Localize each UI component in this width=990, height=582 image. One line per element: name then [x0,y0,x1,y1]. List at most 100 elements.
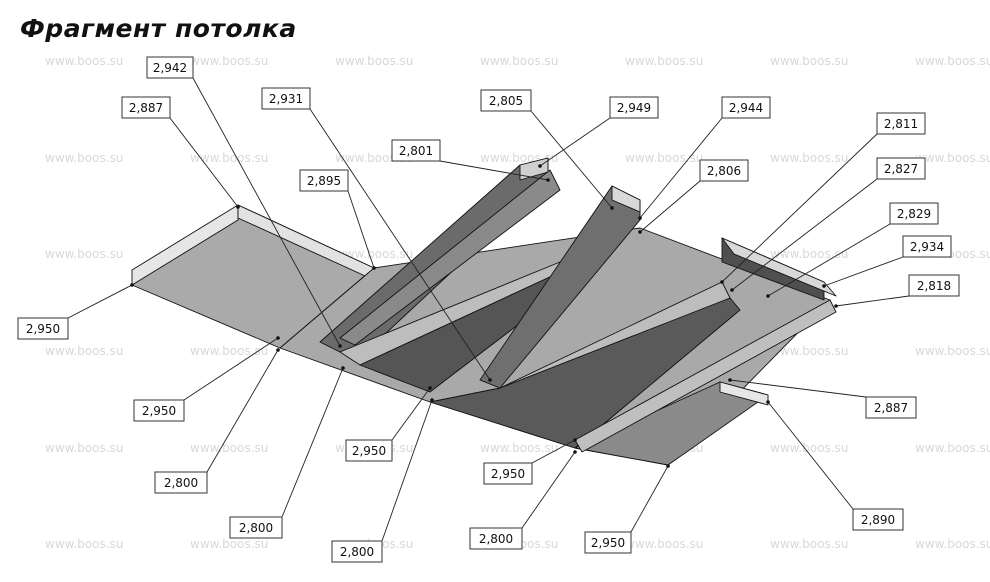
elevation-label: 2,887 [121,96,171,119]
elevation-point-marker [338,344,342,348]
elevation-label-text: 2,800 [164,476,198,490]
watermark-text: www.boos.su [45,344,123,358]
elevation-point-marker [276,348,280,352]
zigzag-ribbon-1-inner [339,169,561,346]
elevation-leader-line [183,337,279,401]
watermark-text: www.boos.su [45,54,123,68]
elevation-point-marker [766,400,770,404]
elevation-point-marker [573,438,577,442]
elevation-label-box [299,169,349,192]
elevation-point-marker [730,288,734,292]
elevation-leader-line [767,401,854,510]
elevation-label-box [865,396,917,419]
elevation-point-marker [428,386,432,390]
elevation-leader-line [639,117,723,219]
elevation-point-marker [130,283,134,287]
elevation-label: 2,887 [865,396,917,419]
elevation-leader-line [521,451,576,529]
elevation-label-box [584,531,632,554]
right-end-flap [719,381,769,406]
watermark-text: www.boos.su [915,151,990,165]
watermark-layer: www.boos.su www.boos.su www.boos.su www.boo… [45,54,990,551]
elevation-label-box [469,527,523,550]
elevation-leader-line [721,133,878,283]
elevation-point-marker [834,304,838,308]
watermark-text: www.boos.su [915,441,990,455]
elevation-point-marker [546,178,550,182]
leader-lines [67,77,910,542]
elevation-label-text: 2,887 [874,401,908,415]
watermark-text: www.boos.su [625,54,703,68]
elevation-label: 2,895 [299,169,349,192]
elevation-label-text: 2,950 [352,444,386,458]
elevation-label: 2,800 [154,471,208,494]
elevation-point-marker [638,216,642,220]
elevation-leader-line [192,77,341,347]
elevation-leader-line [539,117,611,167]
elevation-label-text: 2,887 [129,101,163,115]
elevation-label: 2,800 [331,540,383,563]
watermark-text: www.boos.su [915,54,990,68]
elevation-label: 2,931 [261,87,311,110]
watermark-text: www.boos.su [190,441,268,455]
elevation-leader-line [835,295,910,307]
elevation-leader-line [206,349,279,473]
elevation-leader-line [347,190,375,269]
elevation-label-box [133,399,185,422]
watermark-text: www.boos.su [45,151,123,165]
elevation-label: 2,950 [345,439,393,462]
elevation-leader-line [169,117,239,208]
elevation-label-text: 2,944 [729,101,763,115]
elevation-point-marker [573,450,577,454]
elevation-point-marker [822,284,826,288]
elevation-label-box [17,317,69,340]
elevation-label: 2,811 [876,112,926,135]
watermark-text: www.boos.su [770,344,848,358]
elevation-point-marker [666,464,670,468]
elevation-label: 2,800 [469,527,523,550]
elevation-leader-line [731,178,878,291]
elevation-label-text: 2,950 [491,467,525,481]
elevation-label-box [121,96,171,119]
elevation-label-box [261,87,311,110]
elevation-leader-line [281,367,344,518]
watermark-text: www.boos.su [770,151,848,165]
elevation-label: 2,801 [391,139,441,162]
watermark-text: www.boos.su [480,54,558,68]
elevation-label: 2,806 [699,159,749,182]
elevation-point-marker [538,164,542,168]
elevation-label: 2,934 [902,235,952,258]
elevation-point-marker [610,206,614,210]
elevation-leader-line [823,256,904,287]
elevation-label-text: 2,829 [897,207,931,221]
watermark-text: www.boos.su [190,151,268,165]
elevation-leader-line [729,379,867,398]
elevation-label-box [721,96,771,119]
elevation-label-text: 2,811 [884,117,918,131]
elevation-label-text: 2,931 [269,92,303,106]
elevation-label: 2,818 [908,274,960,297]
elevation-leader-line [67,284,133,319]
elevation-point-marker [236,205,240,209]
elevation-leader-line [381,399,433,542]
watermark-text: www.boos.su [625,151,703,165]
elevation-label-box [345,439,393,462]
elevation-label-text: 2,805 [489,94,523,108]
elevation-label: 2,950 [133,399,185,422]
elevation-label-text: 2,800 [479,532,513,546]
elevation-point-marker [638,230,642,234]
elevation-point-marker [276,336,280,340]
elevation-leader-line [439,160,549,181]
elevation-label-text: 2,950 [142,404,176,418]
elevation-label-text: 2,950 [591,536,625,550]
elevation-label: 2,949 [609,96,659,119]
elevation-label-text: 2,942 [153,61,187,75]
elevation-point-marker [372,266,376,270]
elevation-label-box [876,112,926,135]
elevation-label-box [331,540,383,563]
elevation-label-box [609,96,659,119]
elevation-labels: 2,942 2,887 2,931 2,805 2,949 2,944 2,801 2,895… [17,56,960,563]
drawing-title: Фрагмент потолка [20,14,297,43]
elevation-point-marker [720,280,724,284]
